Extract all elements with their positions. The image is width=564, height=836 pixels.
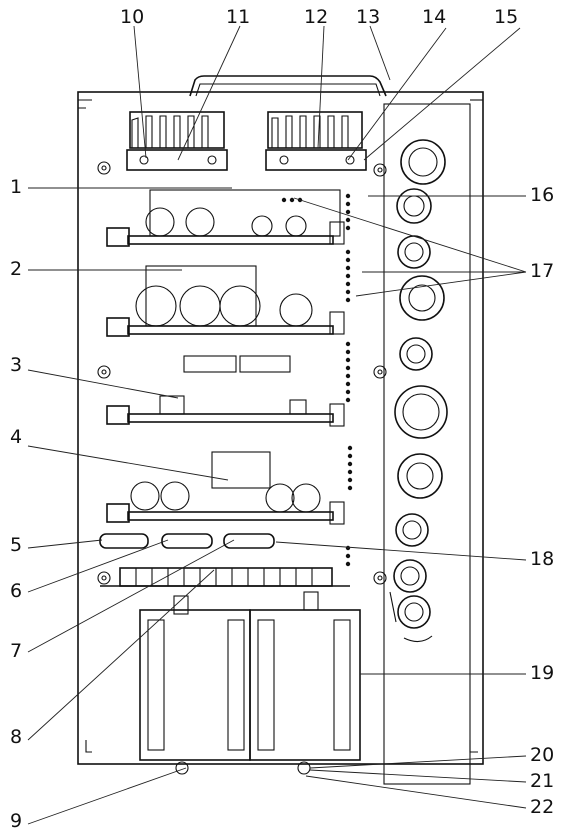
circuit-card-3 [106, 355, 345, 427]
callout-11: 11 [226, 6, 251, 28]
indicator-led-column [281, 193, 353, 567]
callout-14: 14 [422, 6, 447, 28]
callout-20: 20 [530, 744, 555, 766]
heat-sink-right [265, 111, 367, 171]
callout-15: 15 [494, 6, 519, 28]
fuse-holders [99, 533, 275, 549]
callout-12: 12 [304, 6, 329, 28]
callout-19: 19 [530, 662, 555, 684]
connector-panel [383, 103, 471, 785]
callout-2: 2 [10, 258, 23, 280]
mounting-screws [97, 161, 387, 585]
callout-6: 6 [10, 580, 23, 602]
chassis-plate [77, 91, 484, 765]
callout-7: 7 [10, 640, 23, 662]
carry-handle [189, 75, 387, 97]
callout-9: 9 [10, 810, 23, 832]
callout-16: 16 [530, 184, 555, 206]
terminal-strip [100, 567, 350, 587]
callout-4: 4 [10, 426, 23, 448]
callout-22: 22 [530, 796, 555, 818]
callout-3: 3 [10, 354, 23, 376]
heat-sink-left [126, 111, 228, 171]
callout-17: 17 [530, 260, 555, 282]
transformer-right [249, 591, 361, 775]
leader-lines [27, 25, 527, 825]
callout-8: 8 [10, 726, 23, 748]
callout-5: 5 [10, 534, 23, 556]
callout-1: 1 [10, 176, 23, 198]
callout-13: 13 [356, 6, 381, 28]
callout-18: 18 [530, 548, 555, 570]
callout-10: 10 [120, 6, 145, 28]
circuit-card-4 [106, 451, 345, 525]
circuit-card-2 [106, 265, 345, 337]
callout-21: 21 [530, 770, 555, 792]
circuit-card-1 [106, 189, 345, 247]
